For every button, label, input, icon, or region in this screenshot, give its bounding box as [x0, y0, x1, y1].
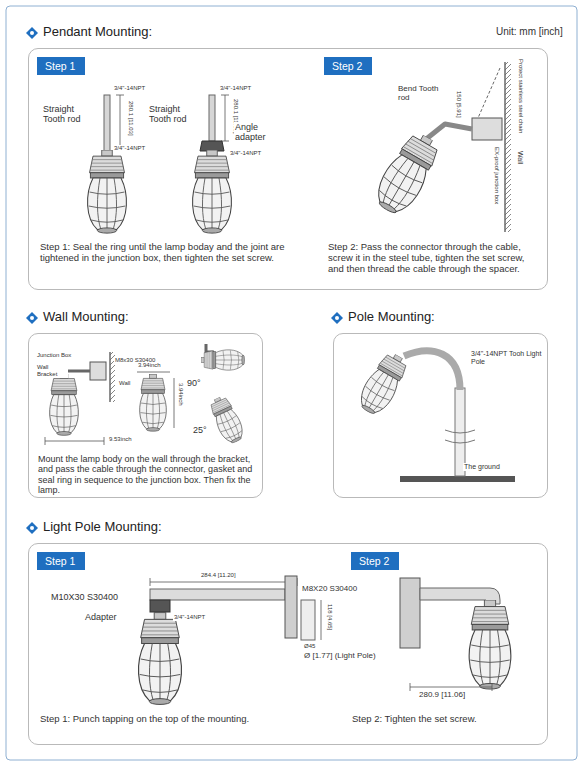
step-note: Step 1: Punch tapping on the top of the … [40, 714, 320, 725]
step-tab: Step 1 [37, 57, 85, 75]
part-label: 3.94inch [137, 362, 162, 369]
step-note: Mount the lamp body on the wall through … [38, 454, 260, 495]
part-label: 3/4"-14NPT [229, 150, 262, 157]
part-label: Wall [516, 150, 524, 165]
part-label: 9.53inch [108, 436, 133, 443]
step-title: Step 2 [332, 60, 362, 72]
part-label: Ø45 [303, 643, 316, 650]
part-label: Ø [1.77] (Light Pole) [303, 651, 377, 660]
step-title: Step 1 [45, 60, 75, 72]
step-tab: Step 2 [324, 57, 372, 75]
step-note: Step 1: Seal the ring until the lamp bod… [40, 242, 308, 264]
part-label: Unit: mm [inch] [496, 26, 563, 38]
part-label: 280.1 [11.03] [127, 100, 134, 137]
part-label: 90° [186, 378, 202, 388]
part-label: Protect stainless steel chain [517, 58, 524, 134]
part-label: Wall Bracket [36, 364, 68, 378]
part-label: 284.4 [11.20] [200, 572, 237, 579]
part-label: 150 [5.91] [455, 90, 462, 119]
part-label: 3.94inch [177, 382, 184, 407]
part-label: EX-proof junction box [493, 146, 500, 205]
step-tab: Step 1 [37, 552, 85, 570]
step-title: Step 1 [45, 555, 75, 567]
step-note: Step 2: Pass the connector through the c… [328, 242, 540, 275]
part-label: Straight Tooth rod [148, 104, 205, 125]
part-label: 25° [192, 425, 208, 435]
part-label: The ground [463, 463, 501, 471]
part-label: Junction Box [36, 352, 72, 359]
part-label: 3/4"-14NPT [113, 85, 146, 92]
part-label: M10X30 S30400 [50, 592, 119, 602]
section-heading: Wall Mounting: [43, 309, 129, 324]
part-label: 280.9 [11.06] [418, 690, 466, 699]
part-label: Bend Tooth rod [397, 84, 449, 102]
part-label: Adapter [84, 612, 118, 622]
part-label: 118 [4.65] [326, 603, 333, 631]
part-label: Straight Tooth rod [42, 104, 99, 125]
part-label: 3/4"-14NPT Tooh Light Pole [470, 350, 544, 366]
part-label: 3/4"-14NPT [219, 85, 252, 92]
step-title: Step 2 [359, 555, 389, 567]
step-note: Step 2: Tighten the set screw. [352, 714, 532, 725]
part-label: 3/4"-14NPT [113, 145, 146, 152]
part-label: M8X20 S30400 [301, 584, 358, 593]
section-heading: Pendant Mounting: [43, 24, 152, 39]
part-label: Wall [118, 380, 131, 387]
part-label: 3/4"-14NPT [173, 614, 206, 621]
section-heading: Light Pole Mounting: [43, 519, 162, 534]
part-label: Angle adapter [234, 122, 286, 143]
section-heading: Pole Mounting: [348, 309, 435, 324]
step-tab: Step 2 [351, 552, 399, 570]
